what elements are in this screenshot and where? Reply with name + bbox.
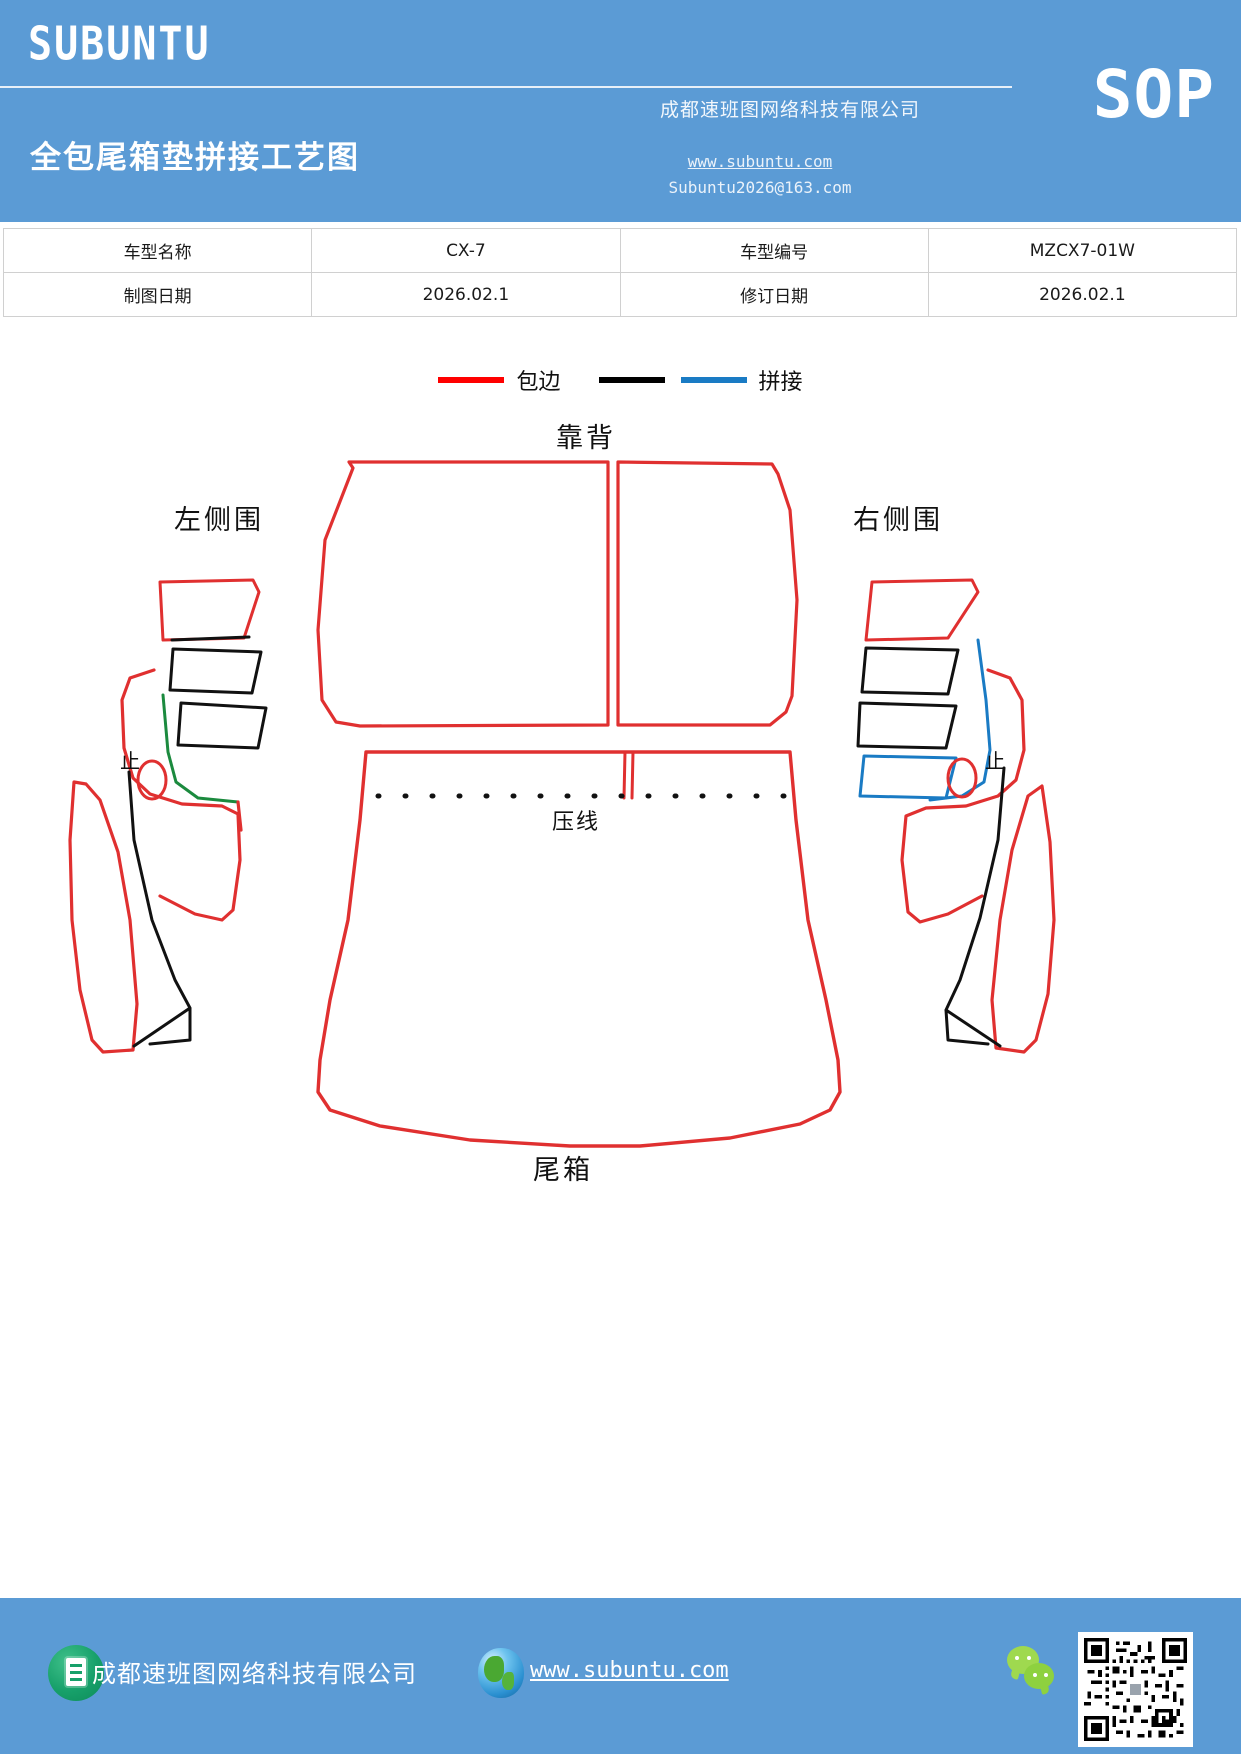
legend: 包边 拼接 [0, 360, 1241, 400]
vehicle-info-table: 车型名称 CX-7 车型编号 MZCX7-01W 制图日期 2026.02.1 … [2, 228, 1238, 317]
left-hole [136, 759, 168, 801]
header-company-name: 成都速班图网络科技有限公司 [659, 99, 920, 121]
label-left-side: 左侧围 [174, 505, 264, 536]
sop-badge: SOP [1092, 56, 1215, 133]
label-press-line: 压线 [552, 810, 601, 835]
header-email: Subuntu2026@163.com [668, 178, 852, 197]
header-divider [0, 86, 1012, 88]
label-model-name: 车型名称 [2, 228, 313, 273]
legend-label-binding: 包边 [516, 370, 561, 395]
left-splice-green [161, 693, 240, 804]
label-stop-left: 止 [120, 749, 140, 773]
left-side-outer-binding-2 [236, 800, 243, 832]
label-draw-date: 制图日期 [2, 272, 313, 317]
label-model-code: 车型编号 [619, 228, 929, 273]
page-header: SUBUNTU 成都速班图网络科技有限公司 全包尾箱垫拼接工艺图 SOP www… [0, 0, 1241, 222]
label-trunk: 尾箱 [533, 1155, 593, 1186]
right-piece-2-splice [856, 701, 958, 750]
label-revise-date: 修订日期 [619, 272, 929, 317]
right-splice-blue-column [928, 638, 992, 802]
right-hole [946, 757, 978, 799]
page-footer: 成都速班图网络科技有限公司 www.subuntu.com [0, 1598, 1241, 1754]
left-lower-strip-binding [68, 780, 139, 1054]
value-draw-date: 2026.02.1 [311, 272, 621, 317]
value-model-name: CX-7 [311, 228, 621, 273]
table-row: 车型名称 CX-7 车型编号 MZCX7-01W [2, 228, 1238, 273]
left-piece-2-splice [168, 647, 263, 695]
header-website-link[interactable]: www.subuntu.com [687, 152, 833, 171]
left-piece-1-splice [170, 635, 251, 642]
legend-swatch-splice-blue [680, 377, 747, 383]
pattern-diagram: 靠背 左侧围 右侧围 压线 尾箱 止 止 [0, 400, 1241, 1400]
label-backrest: 靠背 [556, 423, 616, 454]
label-stop-right: 止 [985, 749, 1005, 773]
backrest-right-outline [616, 460, 799, 727]
wechat-icon [1007, 1646, 1061, 1700]
qr-code [1078, 1632, 1193, 1747]
trunk-outline [316, 750, 842, 1148]
right-piece-1-splice [860, 646, 960, 696]
footer-company-name: 成都速班图网络科技有限公司 [92, 1660, 417, 1688]
brand-logo: SUBUNTU [28, 18, 211, 71]
globe-icon [478, 1648, 524, 1698]
right-lower-strip-splice [944, 766, 1006, 1048]
backrest-left-outline [316, 460, 610, 728]
legend-label-splice: 拼接 [758, 370, 803, 395]
left-piece-1-binding [158, 578, 261, 642]
footer-website-link[interactable]: www.subuntu.com [530, 1658, 729, 1683]
value-model-code: MZCX7-01W [927, 228, 1238, 273]
value-revise-date: 2026.02.1 [927, 272, 1238, 317]
page-title: 全包尾箱垫拼接工艺图 [30, 140, 360, 176]
legend-swatch-splice-black [598, 377, 665, 383]
right-lower-strip-binding [990, 784, 1056, 1054]
right-piece-3-splice-blue [858, 754, 958, 800]
left-side-outer-binding [120, 668, 242, 922]
building-icon [48, 1645, 104, 1701]
left-lower-strip-splice [127, 770, 192, 1048]
label-right-side: 右侧围 [853, 505, 943, 536]
right-piece-1-binding [864, 578, 980, 642]
legend-swatch-binding [438, 377, 505, 383]
pattern-svg [68, 460, 1056, 1148]
left-piece-3-splice [176, 701, 268, 750]
table-row: 制图日期 2026.02.1 修订日期 2026.02.1 [2, 272, 1238, 317]
right-side-outer-binding [900, 668, 1026, 924]
trunk-center-notch [622, 750, 635, 800]
